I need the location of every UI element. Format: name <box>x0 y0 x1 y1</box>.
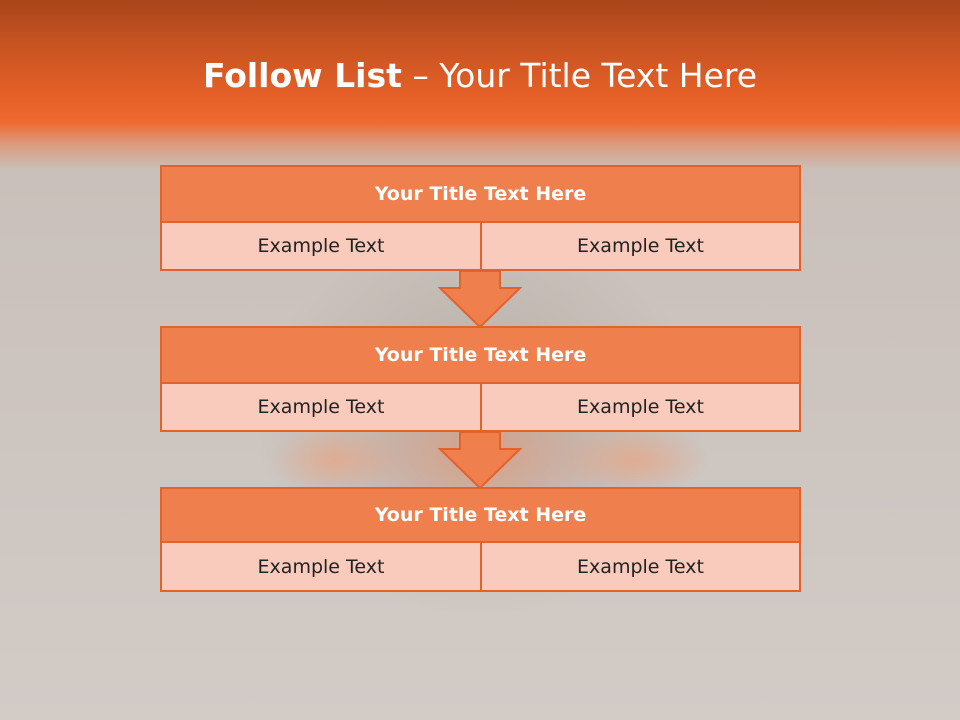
step-title: Your Title Text Here <box>160 165 801 223</box>
step-cell-right: Example Text <box>480 382 801 432</box>
flow-step-1: Your Title Text Here Example Text Exampl… <box>160 165 801 271</box>
flow-step-2: Your Title Text Here Example Text Exampl… <box>160 326 801 432</box>
step-title: Your Title Text Here <box>160 487 801 543</box>
step-cell-left: Example Text <box>160 541 482 592</box>
slide-title-bold: Follow List <box>202 56 402 95</box>
down-arrow-icon <box>438 431 522 489</box>
step-cell-right: Example Text <box>480 541 801 592</box>
slide-title-rest: – Your Title Text Here <box>401 56 758 95</box>
step-cell-left: Example Text <box>160 221 482 271</box>
slide-title: Follow List – Your Title Text Here <box>0 54 960 98</box>
step-cell-right: Example Text <box>480 221 801 271</box>
header-band <box>0 0 960 170</box>
background-glow-left <box>270 425 400 495</box>
background-glow-right <box>560 425 710 495</box>
down-arrow-icon <box>438 270 522 328</box>
flow-step-3: Your Title Text Here Example Text Exampl… <box>160 487 801 592</box>
step-cell-left: Example Text <box>160 382 482 432</box>
step-title: Your Title Text Here <box>160 326 801 384</box>
